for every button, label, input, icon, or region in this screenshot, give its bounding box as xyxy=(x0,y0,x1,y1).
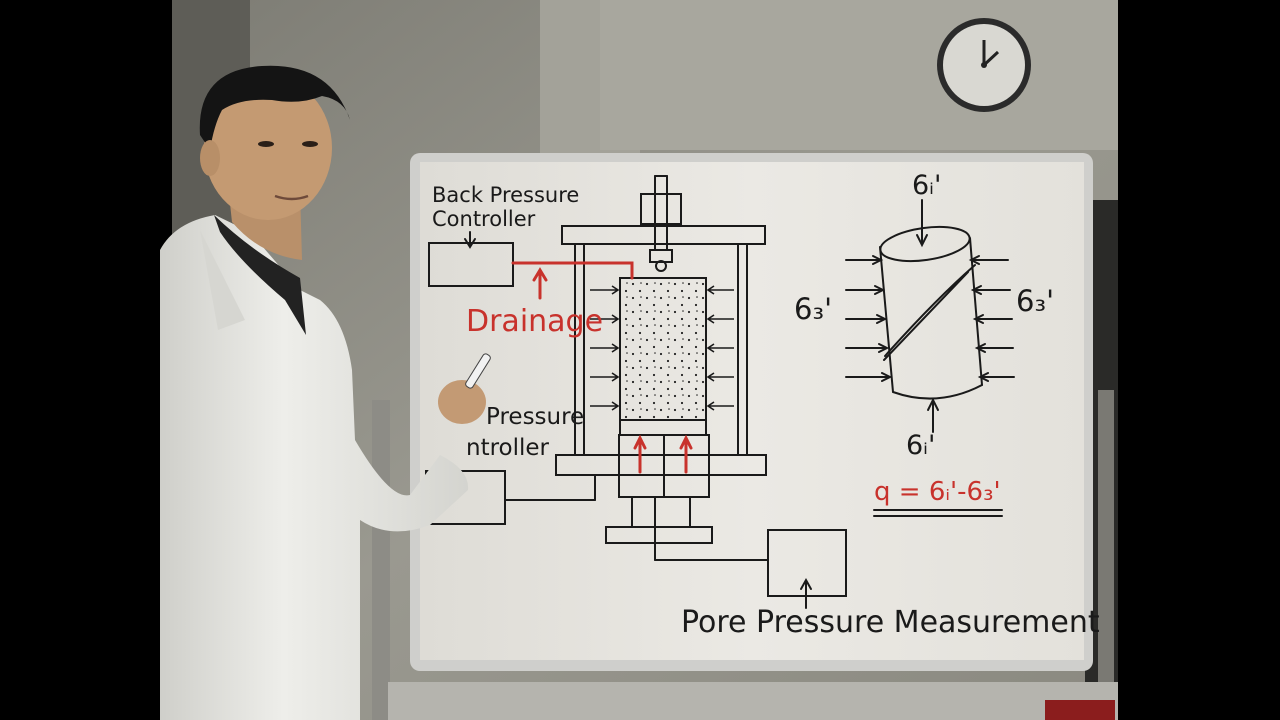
sigma1-top-label: 6ᵢ' xyxy=(912,170,941,201)
deviator-stress-formula: q = 6ᵢ'-6₃' xyxy=(874,477,1001,507)
presenter-hand xyxy=(438,380,486,424)
presenter-face xyxy=(204,76,332,220)
back-pressure-label-2: Controller xyxy=(432,207,536,231)
triaxial-apparatus-diagram xyxy=(425,175,847,609)
back-pressure-label-1: Back Pressure xyxy=(432,183,579,207)
lab-coat xyxy=(160,215,469,720)
pore-pressure-label: Pore Pressure Measurement xyxy=(681,605,1100,640)
stress-cylinder-diagram xyxy=(845,199,1015,517)
drainage-red-lines xyxy=(511,261,693,474)
cell-pressure-label-1: Pressure xyxy=(486,404,584,430)
whiteboard xyxy=(410,153,1093,671)
cell-base xyxy=(555,454,767,476)
wall-clock xyxy=(937,18,1031,112)
loading-crosshead xyxy=(561,225,766,245)
sigma1-bottom-label: 6ᵢ' xyxy=(906,430,935,461)
sigma3-left-label: 6₃' xyxy=(794,292,832,326)
marker-pen xyxy=(465,353,491,389)
cell-pressure-arrows xyxy=(590,285,734,411)
presenter-hair xyxy=(199,65,350,150)
whiteboard-stand xyxy=(372,390,1118,720)
soil-specimen xyxy=(619,277,707,436)
cell-pressure-label-2: ntroller xyxy=(466,435,550,461)
sigma3-right-label: 6₃' xyxy=(1016,284,1054,318)
presenter xyxy=(160,65,491,720)
drainage-label: Drainage xyxy=(466,304,603,339)
